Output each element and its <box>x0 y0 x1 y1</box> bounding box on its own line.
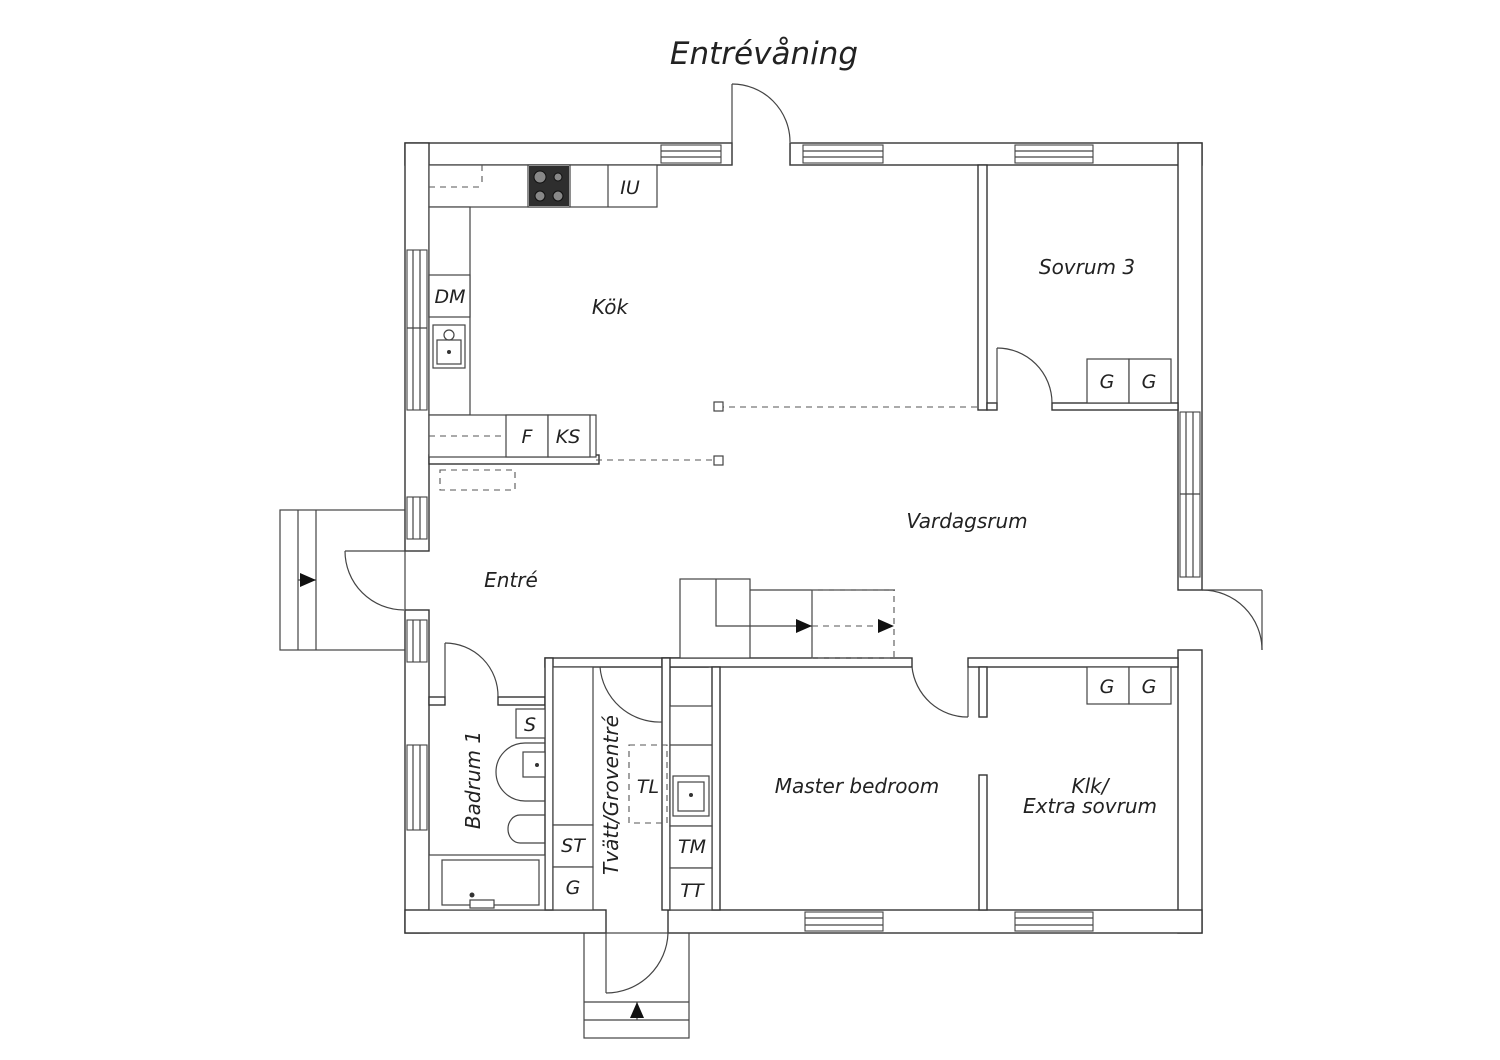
interior-walls <box>428 164 1179 911</box>
room-label-kok: Kök <box>592 295 630 319</box>
room-label-badrum1: Badrum 1 <box>461 731 485 829</box>
room-label-entre: Entré <box>484 568 538 592</box>
room-label-klk-line1: Klk/ <box>1072 774 1111 798</box>
appliance-labels: IU DM F KS G G G G S ST G TL TM TT <box>434 177 1156 902</box>
label-s: S <box>524 714 536 736</box>
label-ks: KS <box>556 426 581 448</box>
steps <box>279 509 895 1039</box>
room-label-master: Master bedroom <box>775 774 940 798</box>
label-iu: IU <box>620 177 640 199</box>
label-g-klk-1: G <box>1100 676 1115 698</box>
room-labels: Kök Sovrum 3 Vardagsrum Entré Badrum 1 T… <box>461 255 1157 875</box>
wardrobes <box>1086 358 1172 705</box>
bathroom-fixtures <box>428 708 546 911</box>
kitchen-counters <box>428 164 978 491</box>
label-g-sovrum3-1: G <box>1100 371 1115 393</box>
label-tt: TT <box>680 880 705 902</box>
laundry-fixtures <box>552 666 713 911</box>
label-tm: TM <box>678 836 706 858</box>
doors <box>344 83 1263 994</box>
room-label-sovrum3: Sovrum 3 <box>1039 255 1135 279</box>
label-g-tvatt: G <box>566 877 581 899</box>
label-st: ST <box>561 835 586 857</box>
room-label-tvatt: Tvätt/Groventré <box>599 715 623 875</box>
label-tl: TL <box>637 776 659 798</box>
floor-title: Entrévåning <box>669 36 859 72</box>
label-g-sovrum3-2: G <box>1142 371 1157 393</box>
label-f: F <box>522 426 534 448</box>
windows <box>406 144 1201 932</box>
room-label-klk-line2: Extra sovrum <box>1023 794 1157 818</box>
label-g-klk-2: G <box>1142 676 1157 698</box>
room-label-vardagsrum: Vardagsrum <box>906 509 1027 533</box>
label-dm: DM <box>434 286 465 308</box>
